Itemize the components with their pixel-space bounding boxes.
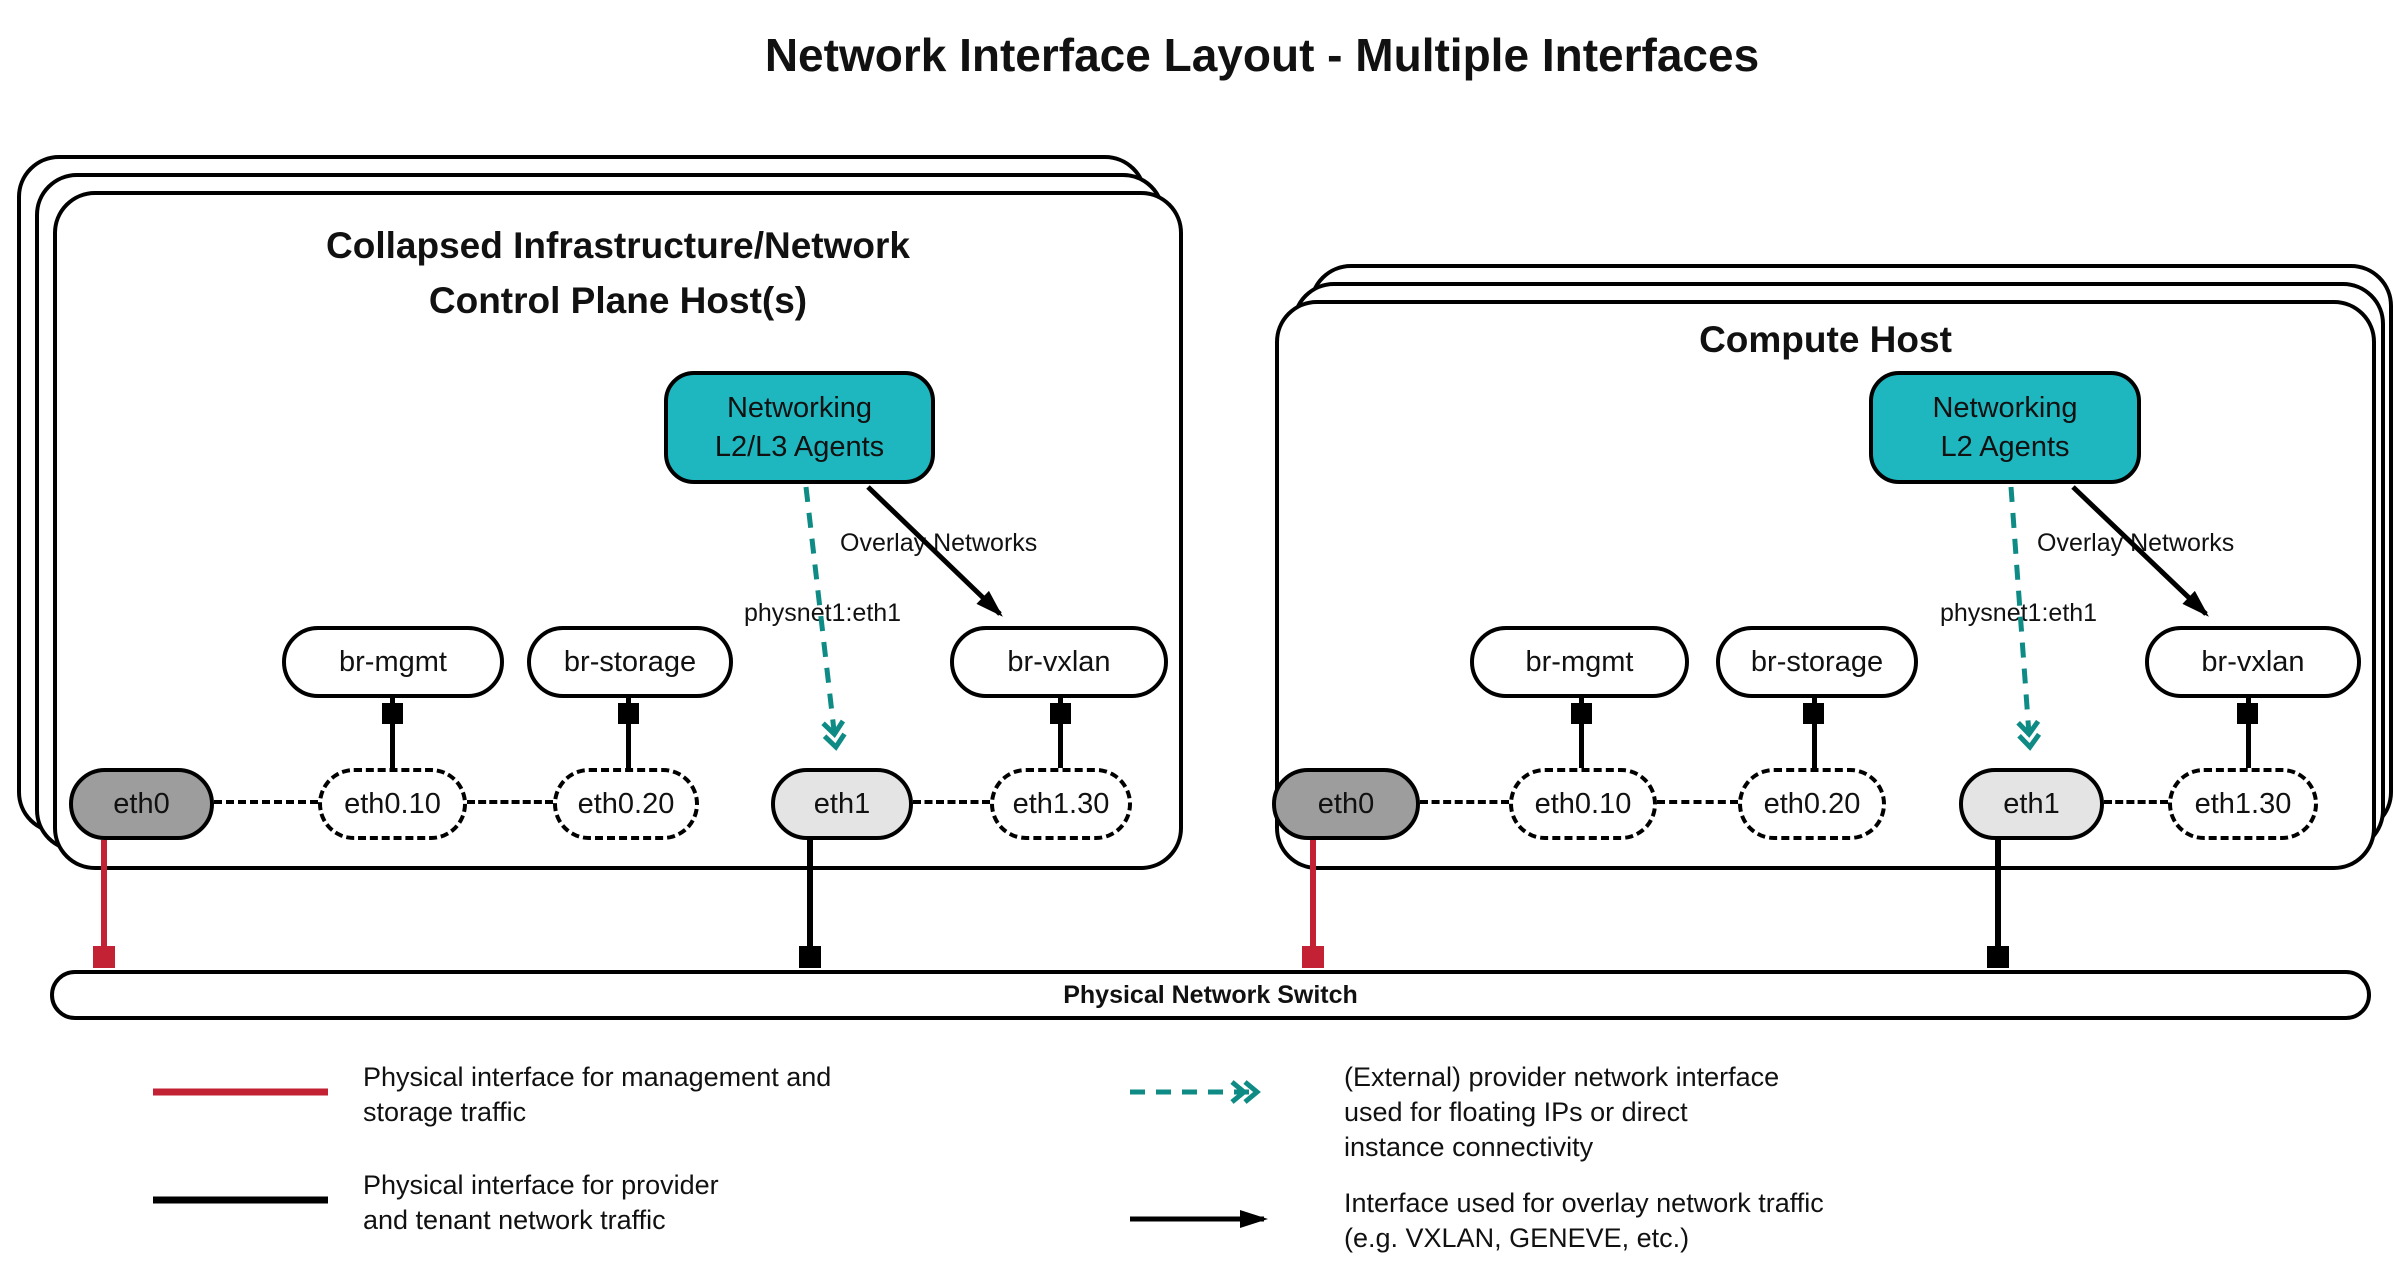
bridge-node-br-storage: br-storage <box>1716 626 1918 698</box>
physical-network-switch: Physical Network Switch <box>50 970 2371 1020</box>
connector-line <box>1058 698 1063 768</box>
mgmt-uplink-line <box>1310 840 1316 948</box>
connector-line <box>2246 698 2251 768</box>
connector-junction <box>2237 703 2258 724</box>
bridge-node-br-mgmt: br-mgmt <box>282 626 504 698</box>
interface-node-eth1: eth1 <box>1959 768 2104 840</box>
interface-node-eth0-10: eth0.10 <box>318 768 467 840</box>
networking-agents-box-compute: Networking L2 Agents <box>1869 371 2141 484</box>
connector-line <box>1579 698 1584 768</box>
interface-node-eth1: eth1 <box>771 768 913 840</box>
overlay-networks-label: Overlay Networks <box>836 528 1042 559</box>
diagram-title: Network Interface Layout - Multiple Inte… <box>764 29 1760 81</box>
connector-junction <box>1050 703 1071 724</box>
host-title-line: Control Plane Host(s) <box>428 280 808 321</box>
switch-port-red <box>1302 946 1324 968</box>
legend-entry-teal-arrow: (External) provider network interface us… <box>1344 1062 1780 1162</box>
interface-node-eth0: eth0 <box>69 768 214 840</box>
networking-agents-box-control-plane: Networking L2/L3 Agents <box>664 371 935 484</box>
connector-junction <box>1571 703 1592 724</box>
legend-entry-black-line: Physical interface for provider and tena… <box>363 1170 719 1235</box>
interface-node-eth0-10: eth0.10 <box>1509 768 1657 840</box>
compute-host-title: Compute Host <box>1275 312 2376 367</box>
interface-node-eth1-30: eth1.30 <box>990 768 1132 840</box>
vlan-link <box>1657 800 1738 804</box>
bridge-node-br-storage: br-storage <box>527 626 733 698</box>
connector-junction <box>382 703 403 724</box>
provider-uplink-line <box>807 840 813 948</box>
switch-label: Physical Network Switch <box>1063 980 1358 1009</box>
interface-node-eth0-20: eth0.20 <box>553 768 699 840</box>
vlan-link <box>2104 800 2168 804</box>
overlay-networks-label: Overlay Networks <box>2033 528 2239 559</box>
vlan-link <box>1420 800 1509 804</box>
bridge-node-br-vxlan: br-vxlan <box>950 626 1168 698</box>
bridge-node-br-mgmt: br-mgmt <box>1470 626 1689 698</box>
physnet-label: physnet1:eth1 <box>740 598 906 629</box>
agent-label-line: L2 Agents <box>1940 430 2070 463</box>
control-plane-host-title: Collapsed Infrastructure/Network Control… <box>53 218 1183 328</box>
physnet-label: physnet1:eth1 <box>1936 598 2102 629</box>
host-title-line: Compute Host <box>1699 319 1952 360</box>
interface-node-eth1-30: eth1.30 <box>2168 768 2318 840</box>
vlan-link <box>913 800 990 804</box>
host-title-line: Collapsed Infrastructure/Network <box>326 225 910 266</box>
connector-line <box>1812 698 1817 768</box>
legend-entry-red-line: Physical interface for management and st… <box>363 1062 832 1127</box>
interface-node-eth0-20: eth0.20 <box>1738 768 1886 840</box>
vlan-link <box>214 800 318 804</box>
agent-label-line: Networking <box>1932 391 2078 424</box>
agent-label-line: L2/L3 Agents <box>714 430 885 463</box>
vlan-link <box>467 800 553 804</box>
connector-line <box>626 698 631 768</box>
switch-port-red <box>93 946 115 968</box>
switch-port-black <box>799 946 821 968</box>
interface-node-eth0: eth0 <box>1272 768 1420 840</box>
legend-entry-black-arrow: Interface used for overlay network traff… <box>1344 1188 1824 1253</box>
agent-label-line: Networking <box>726 391 873 424</box>
switch-port-black <box>1987 946 2009 968</box>
connector-line <box>390 698 395 768</box>
mgmt-uplink-line <box>101 840 107 948</box>
provider-uplink-line <box>1995 840 2001 948</box>
connector-junction <box>618 703 639 724</box>
bridge-node-br-vxlan: br-vxlan <box>2145 626 2361 698</box>
connector-junction <box>1803 703 1824 724</box>
